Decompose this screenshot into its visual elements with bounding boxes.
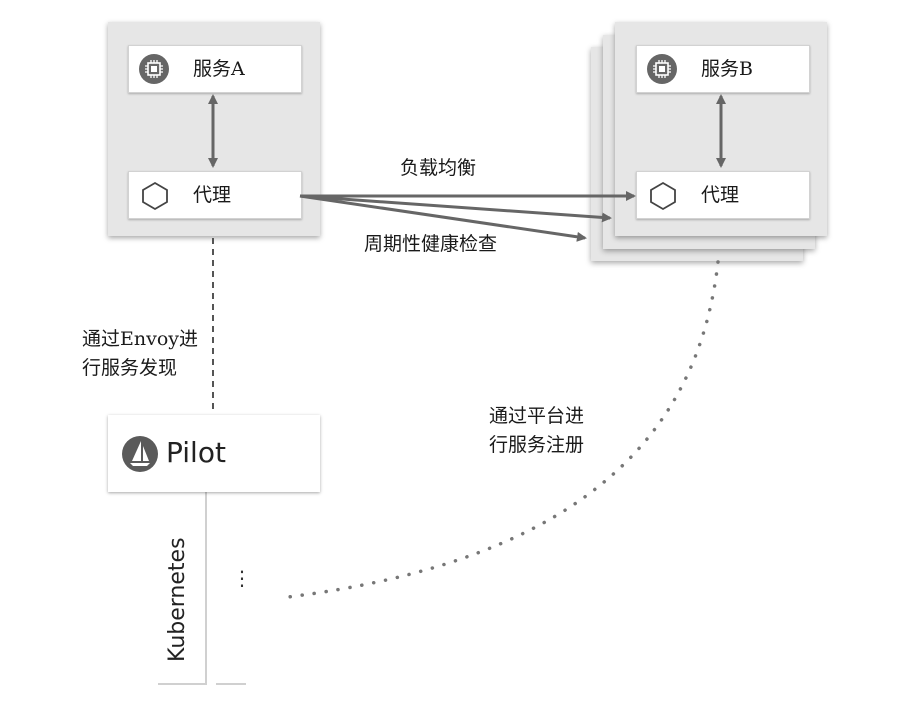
service-b-proxy-box[interactable]: 代理 — [636, 171, 810, 219]
registration-label-line1: 通过平台进 — [489, 405, 585, 427]
service-a-label: 服务A — [193, 58, 245, 80]
pilot-label: Pilot — [166, 436, 226, 469]
service-b-label: 服务B — [701, 58, 753, 80]
discovery-label-line2: 行服务发现 — [82, 356, 178, 381]
chip-icon — [647, 54, 677, 84]
kubernetes-label: Kubernetes — [165, 537, 190, 662]
discovery-label-line1: 通过Envoy进 — [82, 327, 199, 352]
hexagon-icon — [649, 181, 677, 215]
service-a-proxy-label: 代理 — [193, 184, 232, 206]
more-ellipsis: ⋮ — [232, 566, 252, 590]
registration-label-line2: 行服务注册 — [489, 434, 585, 456]
health-check-label: 周期性健康检查 — [364, 233, 498, 255]
service-b-proxy-label: 代理 — [701, 184, 740, 206]
service-b-box[interactable]: 服务B — [636, 45, 810, 93]
sail-icon — [121, 435, 159, 477]
hexagon-icon — [141, 181, 169, 215]
service-a-proxy-box[interactable]: 代理 — [128, 171, 302, 219]
chip-icon — [139, 54, 169, 84]
pilot-box[interactable]: Pilot — [108, 415, 320, 492]
load-balancing-label: 负载均衡 — [400, 157, 477, 179]
service-a-box[interactable]: 服务A — [128, 45, 302, 93]
